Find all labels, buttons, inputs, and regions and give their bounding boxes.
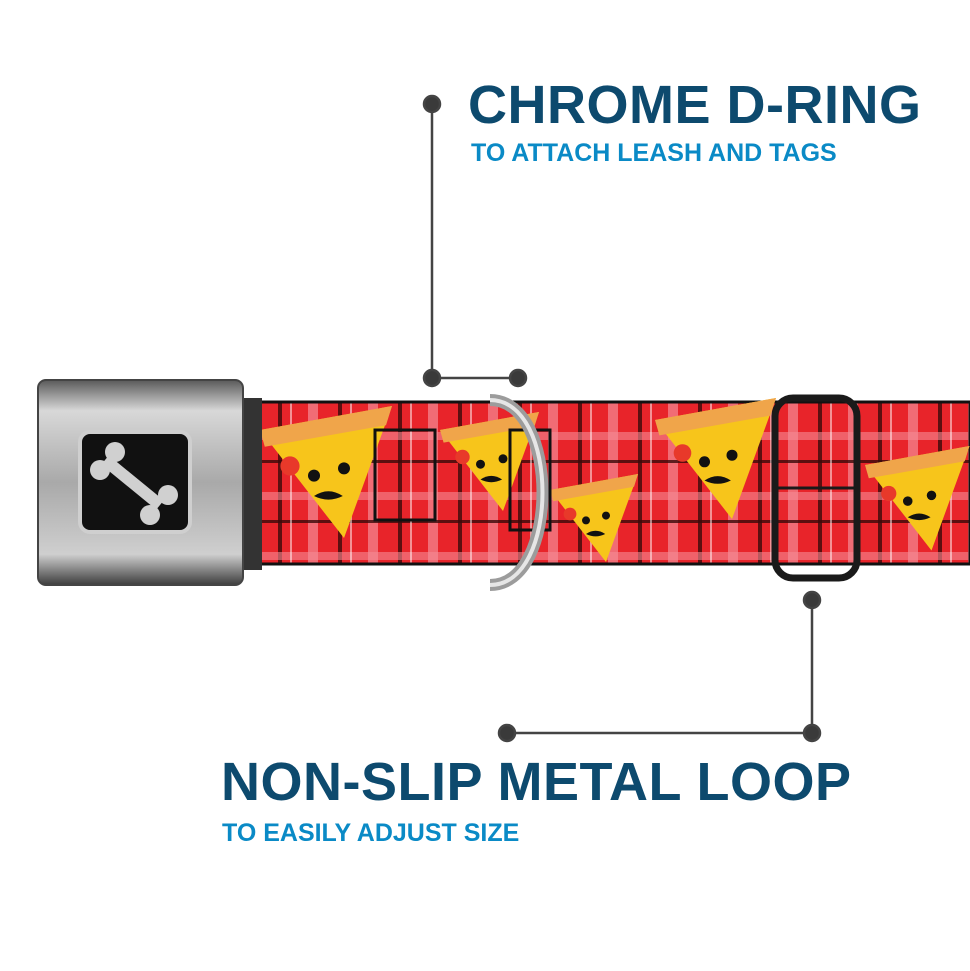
bone-icon [90,442,178,525]
leader-lines [422,94,822,743]
loop-title: NON-SLIP METAL LOOP [221,752,852,812]
loop-subtitle: TO EASILY ADJUST SIZE [222,819,520,847]
seatbelt-buckle [37,379,262,586]
d-ring-subtitle: TO ATTACH LEASH AND TAGS [471,139,837,167]
d-ring-title: CHROME D-RING [468,75,922,135]
